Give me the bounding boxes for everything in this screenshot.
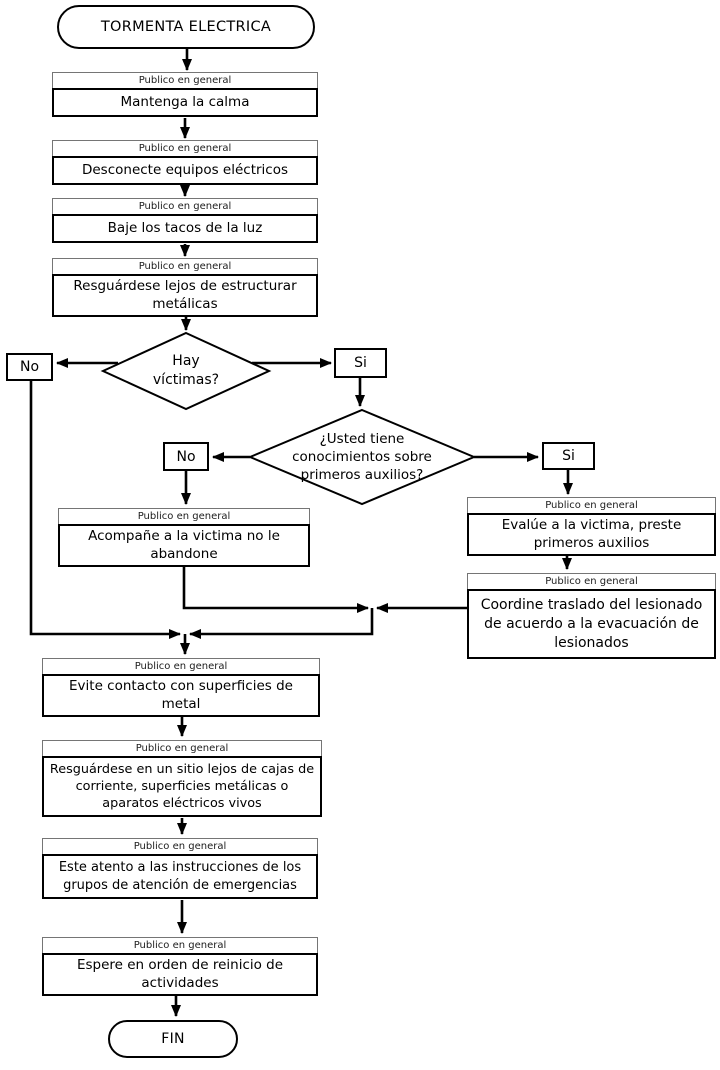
step-header-label: Publico en general <box>42 740 322 757</box>
step-text: Evite contacto con superficies de metal <box>42 674 320 717</box>
decision-conocimientos-shape <box>247 408 477 506</box>
step-resguardese-metalicas: Publico en general Resguárdese lejos de … <box>52 258 318 317</box>
step-header-label: Publico en general <box>467 573 716 590</box>
terminator-end: FIN <box>108 1020 238 1058</box>
terminator-start: TORMENTA ELECTRICA <box>57 5 315 49</box>
decision-hay-victimas-label: Hay víctimas? <box>152 353 220 388</box>
decision-conocimientos-label: ¿Usted tiene conocimientos sobre primero… <box>292 431 432 483</box>
step-text: Coordine traslado del lesionado de acuer… <box>467 589 716 659</box>
step-header-label: Publico en general <box>58 508 310 525</box>
step-header-label: Publico en general <box>52 198 318 215</box>
step-text: Mantenga la calma <box>52 88 318 117</box>
branch-si-2: Si <box>542 442 595 470</box>
connector-acompane-merge1 <box>182 563 369 613</box>
step-header-label: Publico en general <box>52 72 318 89</box>
connector-no-merge2 <box>29 381 181 639</box>
step-evalue: Publico en general Evalúe a la victima, … <box>467 497 716 556</box>
step-header-label: Publico en general <box>467 497 716 514</box>
step-text: Acompañe a la victima no le abandone <box>58 524 310 567</box>
step-acompane: Publico en general Acompañe a la victima… <box>58 508 310 567</box>
step-header-label: Publico en general <box>52 140 318 157</box>
connector-merge1-merge2 <box>189 608 374 639</box>
step-header-label: Publico en general <box>42 937 318 954</box>
step-evite: Publico en general Evite contacto con su… <box>42 658 320 717</box>
step-text: Resguárdese en un sitio lejos de cajas d… <box>42 756 322 817</box>
step-header-label: Publico en general <box>52 258 318 275</box>
step-resguardese-sitio: Publico en general Resguárdese en un sit… <box>42 740 322 817</box>
step-text: Baje los tacos de la luz <box>52 214 318 243</box>
step-desconecte: Publico en general Desconecte equipos el… <box>52 140 318 185</box>
branch-no-1: No <box>6 353 53 381</box>
step-mantenga: Publico en general Mantenga la calma <box>52 72 318 117</box>
step-este-atento: Publico en general Este atento a las ins… <box>42 838 318 899</box>
step-baje: Publico en general Baje los tacos de la … <box>52 198 318 243</box>
step-header-label: Publico en general <box>42 658 320 675</box>
step-espere: Publico en general Espere en orden de re… <box>42 937 318 996</box>
step-text: Desconecte equipos eléctricos <box>52 156 318 185</box>
step-text: Espere en orden de reinicio de actividad… <box>42 953 318 996</box>
step-header-label: Publico en general <box>42 838 318 855</box>
step-text: Resguárdese lejos de estructurar metálic… <box>52 274 318 317</box>
step-text: Este atento a las instrucciones de los g… <box>42 854 318 899</box>
step-text: Evalúe a la victima, preste primeros aux… <box>467 513 716 556</box>
branch-si-1: Si <box>334 348 387 378</box>
decision-hay-victimas-shape <box>100 331 272 411</box>
branch-no-2: No <box>163 442 209 471</box>
step-coordine: Publico en general Coordine traslado del… <box>467 573 716 659</box>
